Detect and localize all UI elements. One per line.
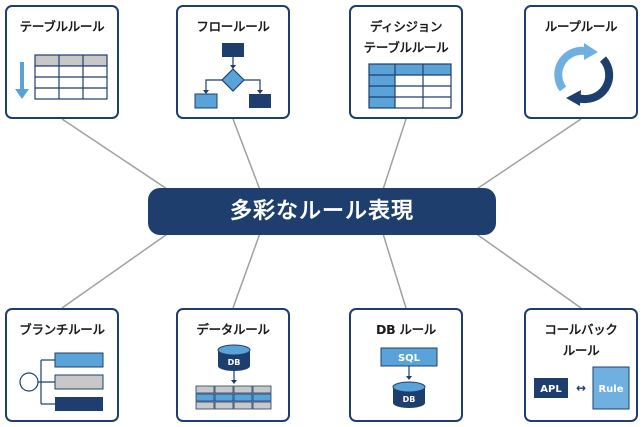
card-table-rule: テーブルルール (5, 5, 119, 119)
db-rule-db-label: DB (403, 395, 416, 404)
card-title-decision-line1: ディシジョン (369, 19, 443, 34)
card-title-callback-line1: コールバック (544, 322, 618, 337)
apl-label: APL (540, 384, 562, 395)
card-title-loop: ループルール (526, 16, 636, 37)
card-loop-rule: ループルール (524, 5, 638, 119)
card-data-rule: DB データルール (176, 308, 290, 422)
card-title-table: テーブルルール (7, 16, 117, 37)
card-title-table-text: テーブルルール (19, 19, 105, 34)
card-title-callback-line2: ルール (562, 343, 600, 358)
callback-icon: APL ↔ Rule (534, 366, 630, 410)
loop-arrows-icon (554, 43, 614, 106)
card-flow-rule: フロールール (176, 5, 290, 119)
card-title-db: DB ルール (351, 319, 461, 340)
card-title-data-text: データルール (196, 322, 270, 337)
center-theme-label: 多彩なルール表現 (148, 188, 496, 235)
data-db-icon: DB (195, 344, 272, 410)
data-db-label: DB (228, 358, 241, 367)
data-grid (195, 385, 272, 410)
card-title-branch: ブランチルール (7, 319, 117, 340)
card-title-data: データルール (178, 319, 288, 340)
card-title-db-text: DB ルール (376, 322, 436, 337)
flowchart-icon (194, 43, 271, 109)
card-title-decision: ディシジョン テーブルルール (351, 16, 461, 58)
card-callback-rule: APL ↔ Rule コールバック ルール (524, 308, 638, 422)
table-rule-icon (15, 54, 108, 100)
card-title-callback: コールバック ルール (526, 319, 636, 361)
callback-arrow: ↔ (576, 381, 586, 395)
decision-table-icon (368, 63, 452, 109)
card-branch-rule: ブランチルール (5, 308, 119, 422)
card-db-rule: SQL DB DB ルール (349, 308, 463, 422)
card-title-flow: フロールール (178, 16, 288, 37)
branch-icon (19, 352, 104, 411)
sql-db-icon: SQL DB (380, 347, 438, 408)
card-title-flow-text: フロールール (196, 19, 270, 34)
sql-label: SQL (398, 353, 421, 364)
card-title-decision-line2: テーブルルール (363, 40, 449, 55)
rule-label: Rule (598, 384, 623, 395)
card-title-loop-text: ループルール (544, 19, 618, 34)
card-decision-table-rule: ディシジョン テーブルルール (349, 5, 463, 119)
card-title-branch-text: ブランチルール (19, 322, 105, 337)
